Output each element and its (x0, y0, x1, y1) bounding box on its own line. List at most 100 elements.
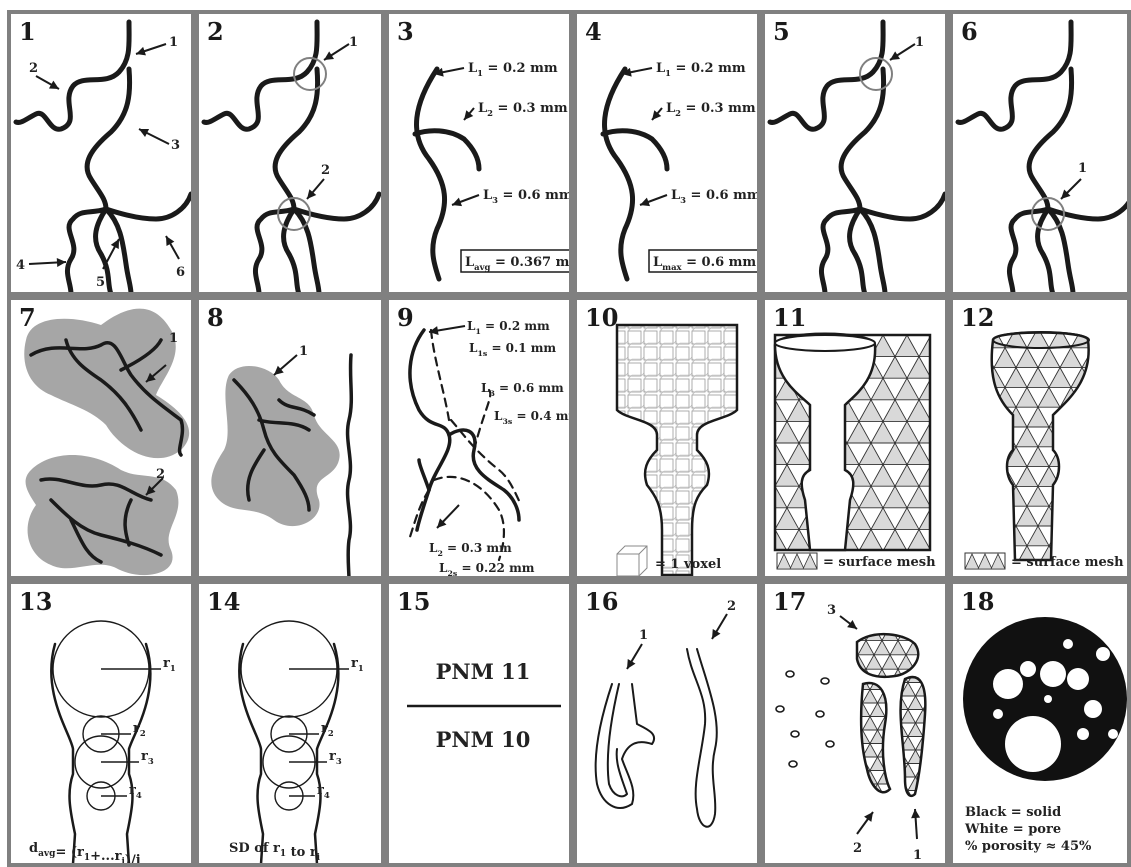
network-branch (106, 194, 191, 219)
length-arrow (640, 195, 667, 206)
length-label: L2 = 0.3 mm (666, 101, 756, 118)
panel-11-drawing: = surface mesh (765, 300, 949, 580)
panel-14: r1r2r3r4SD of r1 to ri14 (195, 580, 385, 867)
arrow-2 (307, 179, 324, 199)
pore-void (1096, 647, 1110, 661)
length-arrow (452, 195, 479, 206)
length-label: L3 = 0.6 mm (671, 188, 761, 205)
label-5: 5 (96, 275, 105, 290)
length-arrow (464, 108, 474, 120)
pore-void (1005, 716, 1061, 772)
length-label: L2s = 0.22 mm (439, 561, 535, 578)
panel-number: 10 (585, 306, 618, 330)
panel-number: 6 (961, 20, 978, 44)
arrow-1 (274, 355, 297, 375)
porosity-legend-line: White = pore (964, 822, 1061, 837)
pore-outline (608, 684, 627, 796)
arrow-1 (627, 644, 642, 669)
panel-number: 8 (207, 306, 224, 330)
panel-number: 4 (585, 20, 602, 44)
voxel-icon (617, 546, 647, 576)
panel-5-drawing: 1 (765, 14, 949, 296)
panel-6: 16 (949, 10, 1131, 296)
panel-number: 15 (397, 590, 430, 614)
pore-void (1084, 700, 1102, 718)
pore-outline (687, 649, 717, 827)
voxel-grid (612, 311, 757, 580)
pore-wall-left (239, 644, 263, 864)
isolated-pore (789, 761, 797, 767)
panel-number: 2 (207, 20, 224, 44)
panel-7: 127 (7, 296, 195, 580)
length-arrow (652, 108, 662, 120)
ratio-numerator: PNM 11 (436, 659, 531, 684)
branch-solid (410, 330, 450, 530)
panel-8-drawing: 1 (199, 300, 385, 580)
arrow-1 (1061, 179, 1081, 199)
network-branch (860, 194, 945, 219)
isolated-pore (816, 711, 824, 717)
panel-number: 5 (773, 20, 790, 44)
pore-void (1108, 729, 1118, 739)
isolated-pore (791, 731, 799, 737)
length-label: L1 = 0.2 mm (656, 61, 746, 78)
label-1: 1 (169, 35, 178, 50)
panel-2-drawing: 12 (199, 14, 385, 296)
panel-number: 18 (961, 590, 994, 614)
panel-5: 15 (761, 10, 949, 296)
branch-long (605, 69, 633, 279)
panel-6-drawing: 1 (953, 14, 1131, 296)
pore-void (1040, 661, 1066, 687)
network-branch (1029, 69, 1072, 209)
arrow-3 (139, 129, 169, 144)
network-branch (284, 209, 299, 294)
panel-number: 12 (961, 306, 994, 330)
panel-number: 13 (19, 590, 52, 614)
label-1: 1 (299, 344, 308, 359)
arrow-3 (840, 616, 857, 629)
pore-void (993, 709, 1003, 719)
network-branch (87, 69, 130, 209)
panel-10-drawing: = 1 voxel (577, 300, 761, 580)
mesh-legend: = surface mesh (823, 555, 936, 570)
junction-circle (294, 58, 326, 90)
junction-circle (860, 58, 892, 90)
panel-9-drawing: L1 = 0.2 mmL1s = 0.1 mmL3 = 0.6 mmL3s = … (389, 300, 573, 580)
panel-14-drawing: r1r2r3r4SD of r1 to ri (199, 584, 385, 867)
length-label: L3 = 0.6 mm (481, 381, 564, 398)
length-label: L1s = 0.1 mm (469, 341, 556, 358)
surface-mesh (886, 669, 946, 804)
radius-label: r2 (133, 721, 146, 738)
panel-number: 16 (585, 590, 618, 614)
length-label: L2 = 0.3 mm (478, 101, 568, 118)
isolated-pore (821, 678, 829, 684)
radius-label: r4 (129, 783, 142, 800)
length-label: L2 = 0.3 mm (429, 541, 512, 558)
radius-label: r2 (321, 721, 334, 738)
panel-number: 14 (207, 590, 240, 614)
isolated-pore (826, 741, 834, 747)
label-2: 2 (29, 61, 38, 76)
network-branch (294, 194, 379, 219)
panel-number: 11 (773, 306, 806, 330)
panel-4-drawing: L1 = 0.2 mmL2 = 0.3 mmL3 = 0.6 mmLmax = … (577, 14, 761, 296)
radius-label: r1 (163, 656, 176, 673)
pore-region (211, 366, 339, 526)
panel-10: = 1 voxel10 (573, 296, 761, 580)
arrow-1 (136, 44, 166, 55)
length-label: L1 = 0.2 mm (467, 319, 550, 336)
panel-13: r1r2r3r4davg= (r1+...ri)/i13 (7, 580, 195, 867)
network-branch (850, 209, 865, 294)
mesh-legend-icon (965, 553, 1005, 569)
arrow-4 (29, 258, 66, 267)
panel-number: 17 (773, 590, 806, 614)
label-6: 6 (176, 265, 185, 280)
arrow-2 (36, 76, 59, 89)
pore-void (993, 669, 1023, 699)
length-label: L3 = 0.6 mm (483, 188, 573, 205)
isolated-pore (786, 671, 794, 677)
